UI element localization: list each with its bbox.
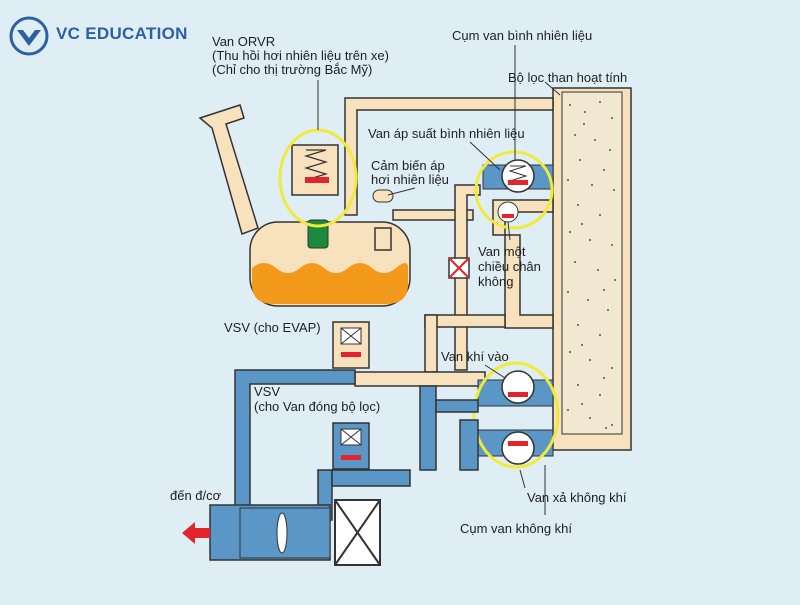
to-engine-arrow-icon [182,522,210,544]
label-vapor-sensor: Cảm biến áp [371,158,445,173]
label-vsv-evap: VSV (cho EVAP) [224,320,321,335]
label-air-drain-valve: Van xả không khí [527,490,627,505]
vapor-pressure-sensor [372,189,394,251]
label-orvr-market: (Chỉ cho thị trường Bắc Mỹ) [212,62,373,77]
label-tank-pressure-valve: Van áp suất bình nhiên liệu [368,126,525,141]
tank-valve-assembly [474,150,554,230]
vsv-evap [332,321,370,369]
label-vacuum-check-valve-3: không [478,274,514,289]
vapor-pipes [344,97,554,387]
label-charcoal-canister: Bộ lọc than hoạt tính [508,70,628,85]
label-air-inlet-valve: Van khí vào [441,349,509,364]
label-tank-valve-assembly: Cụm van bình nhiên liệu [452,28,593,43]
label-air-valve-assembly: Cụm van không khí [460,521,573,536]
label-vacuum-check-valve-2: chiều chân [478,259,541,274]
vc-education-logo-icon [9,16,49,56]
label-vapor-sensor-2: hơi nhiên liệu [371,172,449,187]
charcoal-canister [552,87,632,451]
leader-lines [317,45,561,515]
label-to-engine: đến đ/cơ [170,488,222,503]
vacuum-check-valve [448,257,470,279]
intake-throttle [239,499,381,566]
fuel-tank [249,221,411,307]
filler-neck [198,104,259,235]
label-vacuum-check-valve: Van một [478,244,526,259]
label-orvr-valve: Van ORVR [212,34,276,49]
label-vsv-closed-desc: (cho Van đóng bộ lọc) [254,399,381,414]
label-orvr-desc: (Thu hồi hơi nhiên liệu trên xe) [212,48,389,63]
vsv-canister-close [332,422,370,470]
orvr-valve [278,128,358,249]
air-valve-assembly [472,361,560,469]
brand-name: VC EDUCATION [56,24,188,43]
label-vsv-closed: VSV [254,384,281,399]
